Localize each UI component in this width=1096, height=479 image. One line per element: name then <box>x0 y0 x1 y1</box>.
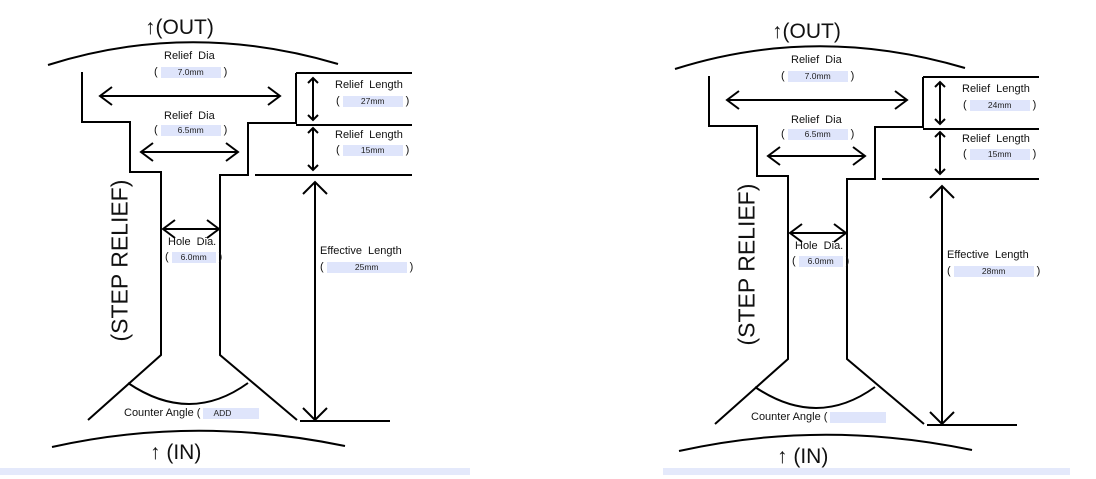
paren: ( <box>963 99 967 111</box>
diagram-lines <box>47 41 412 448</box>
diagram-2: ↑(OUT) ↑ (IN) (STEP RELIEF) Relief Dia (7… <box>627 4 1096 479</box>
counter-angle-input[interactable]: ADD <box>203 407 260 419</box>
relief-dia-outer-field: (7.0mm) <box>154 66 227 78</box>
relief-dia-outer-field: (7.0mm) <box>781 70 854 82</box>
counter-angle-arc <box>127 382 249 405</box>
paren: ( <box>781 70 785 82</box>
relief-length-1-label: Relief Length <box>962 83 1030 95</box>
counter-angle-arc <box>754 386 876 409</box>
relief-length-2-field: (15mm) <box>963 148 1036 160</box>
hole-dia-label: Hole Dia. <box>168 236 217 248</box>
relief-dia-inner-input[interactable]: 6.5mm <box>160 124 221 136</box>
relief-dia-outer-label: Relief Dia <box>164 50 215 62</box>
relief-length-2-input[interactable]: 15mm <box>969 148 1030 160</box>
paren: ) <box>1032 148 1037 160</box>
hole-outline-right <box>846 76 1039 425</box>
paren: ( <box>320 261 324 273</box>
paren: ) <box>223 124 228 136</box>
effective-length-label: Effective Length <box>320 245 402 257</box>
paren: ( <box>154 124 158 136</box>
outer-surface-arc <box>674 45 966 70</box>
hole-dia-input[interactable]: 6.0mm <box>798 255 843 267</box>
step-relief-label: (STEP RELIEF) <box>733 183 760 346</box>
relief-length-1-field: (24mm) <box>963 99 1036 111</box>
step-relief-label: (STEP RELIEF) <box>106 179 133 342</box>
in-direction-label: ↑ (IN) <box>777 445 829 468</box>
out-direction-label: ↑(OUT) <box>772 20 841 43</box>
relief-length-1-field: (27mm) <box>336 95 409 107</box>
paren: ) <box>218 251 223 263</box>
hole-dia-field: (6.0mm) <box>792 255 849 267</box>
relief-length-1-label: Relief Length <box>335 79 403 91</box>
paren: ( <box>963 148 967 160</box>
counter-angle-label: Counter Angle ( <box>124 407 201 419</box>
counter-angle-field: Counter Angle (ADD <box>124 407 260 419</box>
paren: ) <box>223 66 228 78</box>
diagram-lines <box>674 45 1039 452</box>
paren: ( <box>792 255 796 267</box>
relief-dia-inner-input[interactable]: 6.5mm <box>787 128 848 140</box>
outer-surface-arc <box>47 41 339 66</box>
relief-length-2-label: Relief Length <box>335 129 403 141</box>
paren: ) <box>409 261 414 273</box>
relief-dia-inner-label: Relief Dia <box>164 110 215 122</box>
reference-lines <box>882 128 1039 426</box>
paren: ) <box>1036 265 1041 277</box>
hole-outline-left <box>81 72 162 421</box>
paren: ) <box>845 255 850 267</box>
reference-lines <box>255 124 412 422</box>
diagram-1: ↑(OUT) ↑ (IN) (STEP RELIEF) Relief Dia (7… <box>0 0 480 475</box>
paren: ( <box>154 66 158 78</box>
effective-length-label: Effective Length <box>947 249 1029 261</box>
hole-outline-right <box>219 72 412 421</box>
relief-dia-inner-field: (6.5mm) <box>154 124 227 136</box>
paren: ) <box>850 70 855 82</box>
inner-surface-arc <box>51 429 346 448</box>
paren: ( <box>947 265 951 277</box>
dimension-arrows <box>98 76 328 422</box>
relief-dia-outer-label: Relief Dia <box>791 54 842 66</box>
paren: ) <box>1032 99 1037 111</box>
hole-dia-label: Hole Dia. <box>795 240 844 252</box>
relief-dia-outer-input[interactable]: 7.0mm <box>160 66 221 78</box>
relief-length-1-input[interactable]: 27mm <box>342 95 403 107</box>
form-bar-left <box>0 468 470 475</box>
counter-angle-label: Counter Angle ( <box>751 411 828 423</box>
paren: ) <box>405 95 410 107</box>
relief-dia-outer-input[interactable]: 7.0mm <box>787 70 848 82</box>
hole-dia-input[interactable]: 6.0mm <box>171 251 216 263</box>
paren: ( <box>165 251 169 263</box>
inner-surface-arc <box>678 433 973 452</box>
paren: ) <box>405 144 410 156</box>
form-bar-right <box>663 468 1070 475</box>
in-direction-label: ↑ (IN) <box>150 441 202 464</box>
hole-outline-left <box>708 76 789 425</box>
paren: ( <box>781 128 785 140</box>
counter-angle-input[interactable] <box>830 411 887 423</box>
relief-dia-inner-label: Relief Dia <box>791 114 842 126</box>
effective-length-field: (28mm) <box>947 265 1040 277</box>
effective-length-input[interactable]: 28mm <box>953 265 1034 277</box>
relief-length-2-input[interactable]: 15mm <box>342 144 403 156</box>
effective-length-field: (25mm) <box>320 261 413 273</box>
counter-angle-field: Counter Angle ( <box>751 411 887 423</box>
paren: ( <box>336 95 340 107</box>
effective-length-input[interactable]: 25mm <box>326 261 407 273</box>
hole-dia-field: (6.0mm) <box>165 251 222 263</box>
relief-length-2-field: (15mm) <box>336 144 409 156</box>
out-direction-label: ↑(OUT) <box>145 16 214 39</box>
relief-length-2-label: Relief Length <box>962 133 1030 145</box>
relief-dia-inner-field: (6.5mm) <box>781 128 854 140</box>
dimension-arrows <box>725 80 955 426</box>
relief-length-1-input[interactable]: 24mm <box>969 99 1030 111</box>
paren: ) <box>850 128 855 140</box>
paren: ( <box>336 144 340 156</box>
